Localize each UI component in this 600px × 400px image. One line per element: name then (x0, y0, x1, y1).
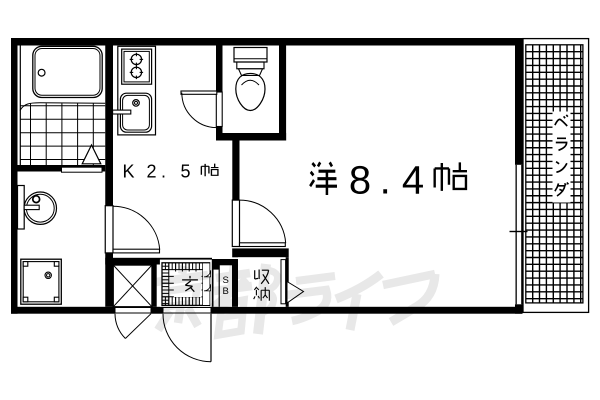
svg-text:2: 2 (146, 161, 156, 181)
svg-text:K: K (122, 161, 134, 181)
svg-text:8: 8 (349, 158, 371, 202)
svg-text:.: . (161, 161, 166, 181)
svg-text:.: . (380, 158, 391, 202)
svg-text:4: 4 (402, 158, 424, 202)
svg-text:5: 5 (180, 161, 190, 181)
